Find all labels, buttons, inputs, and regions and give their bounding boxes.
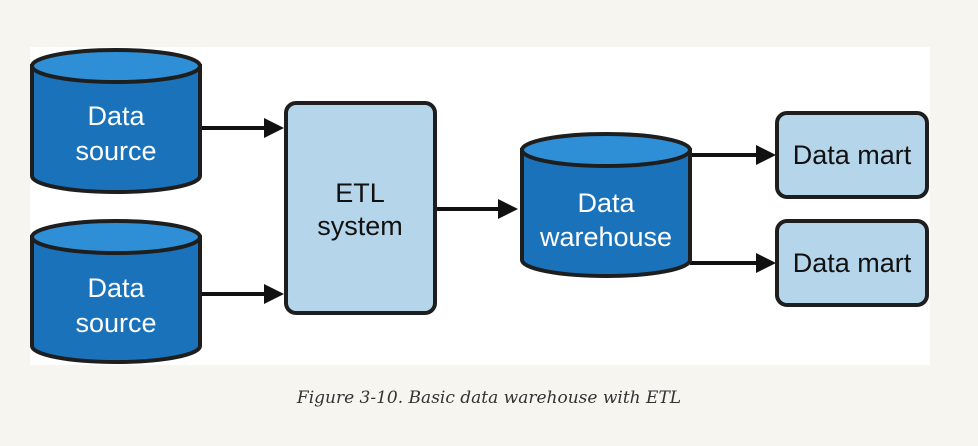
data-mart-1-label: Data mart [793, 140, 912, 170]
arrowhead-mart1 [756, 145, 776, 165]
etl-system-label-line2: system [317, 211, 403, 241]
data-source-1-label-line1: Data [87, 101, 145, 131]
etl-system-label-line1: ETL [335, 178, 385, 208]
figure-caption: Figure 3-10. Basic data warehouse with E… [296, 388, 682, 408]
data-warehouse-cylinder: Data warehouse [520, 132, 692, 278]
arrowhead-mart2 [756, 253, 776, 273]
arrows [200, 118, 776, 304]
data-source-2-label-line2: source [75, 308, 156, 338]
arrowhead-source2 [264, 284, 284, 304]
arrowhead-warehouse [498, 199, 518, 219]
etl-system-box: ETL system [284, 101, 437, 315]
data-mart-2-label: Data mart [793, 248, 912, 278]
data-source-1-cylinder: Data source [30, 48, 202, 194]
data-source-1-label-line2: source [75, 136, 156, 166]
data-warehouse-label-line1: Data [577, 188, 635, 218]
data-mart-2-box: Data mart [775, 219, 929, 307]
data-source-2-label-line1: Data [87, 273, 145, 303]
data-warehouse-label-line2: warehouse [539, 222, 672, 252]
arrowhead-source1 [264, 118, 284, 138]
data-mart-1-box: Data mart [775, 111, 929, 199]
data-source-2-cylinder: Data source [30, 219, 202, 364]
